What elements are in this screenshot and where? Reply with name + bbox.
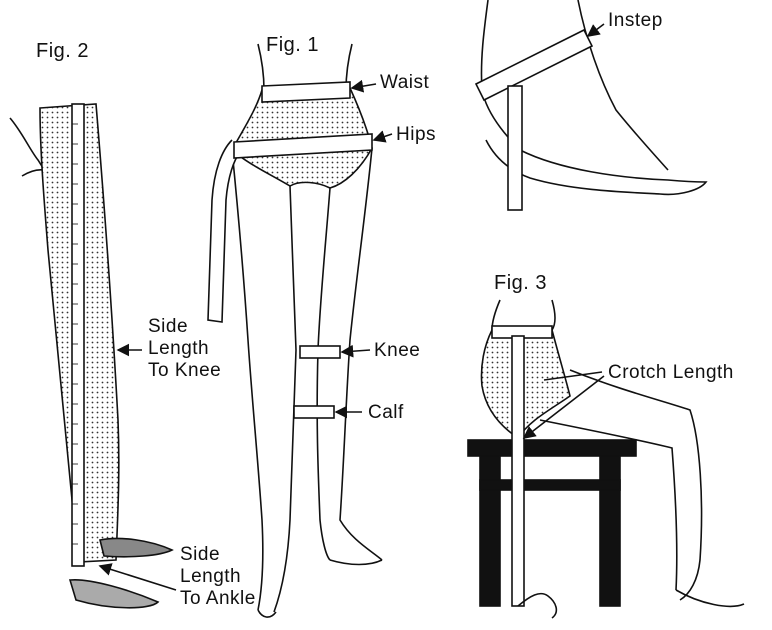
stool-leg-left <box>480 456 500 606</box>
side-ankle-line-1: Side <box>180 544 256 566</box>
label-side-length-to-ankle: Side Length To Ankle <box>180 544 256 610</box>
figure-3-title: Fig. 3 <box>494 272 547 295</box>
arrow-knee <box>342 350 370 352</box>
tape-waist <box>262 82 350 102</box>
figure-1-front-legs <box>208 44 392 617</box>
hanging-tape <box>208 140 240 322</box>
side-knee-line-3: To Knee <box>148 360 221 382</box>
tape-knee <box>300 346 340 358</box>
front-shoe <box>100 538 172 556</box>
arrow-waist <box>352 84 376 88</box>
label-calf: Calf <box>368 402 404 424</box>
arrow-instep <box>588 24 604 36</box>
label-instep: Instep <box>608 10 663 32</box>
tape-instep <box>476 30 592 100</box>
seated-briefs <box>481 330 570 438</box>
side-ankle-line-3: To Ankle <box>180 588 256 610</box>
stool-rail <box>480 480 620 490</box>
back-shoe <box>70 580 158 608</box>
label-waist: Waist <box>380 72 429 94</box>
figure-instep-foot <box>476 0 706 210</box>
tape-instep-vertical <box>508 86 522 210</box>
stool-top <box>468 440 636 456</box>
figure-1-title: Fig. 1 <box>266 34 319 57</box>
tape-measure-side <box>72 104 84 566</box>
arrow-hips <box>374 134 392 140</box>
label-crotch-length: Crotch Length <box>608 362 734 384</box>
side-knee-line-1: Side <box>148 316 221 338</box>
stool-leg-right <box>600 456 620 606</box>
tape-calf <box>294 406 334 418</box>
side-knee-line-2: Length <box>148 338 221 360</box>
side-ankle-line-2: Length <box>180 566 256 588</box>
figure-2-title: Fig. 2 <box>36 40 89 63</box>
label-side-length-to-knee: Side Length To Knee <box>148 316 221 382</box>
tape-seat-vertical <box>512 336 524 606</box>
figure-3-seated <box>468 300 744 618</box>
label-hips: Hips <box>396 124 436 146</box>
label-knee: Knee <box>374 340 420 362</box>
